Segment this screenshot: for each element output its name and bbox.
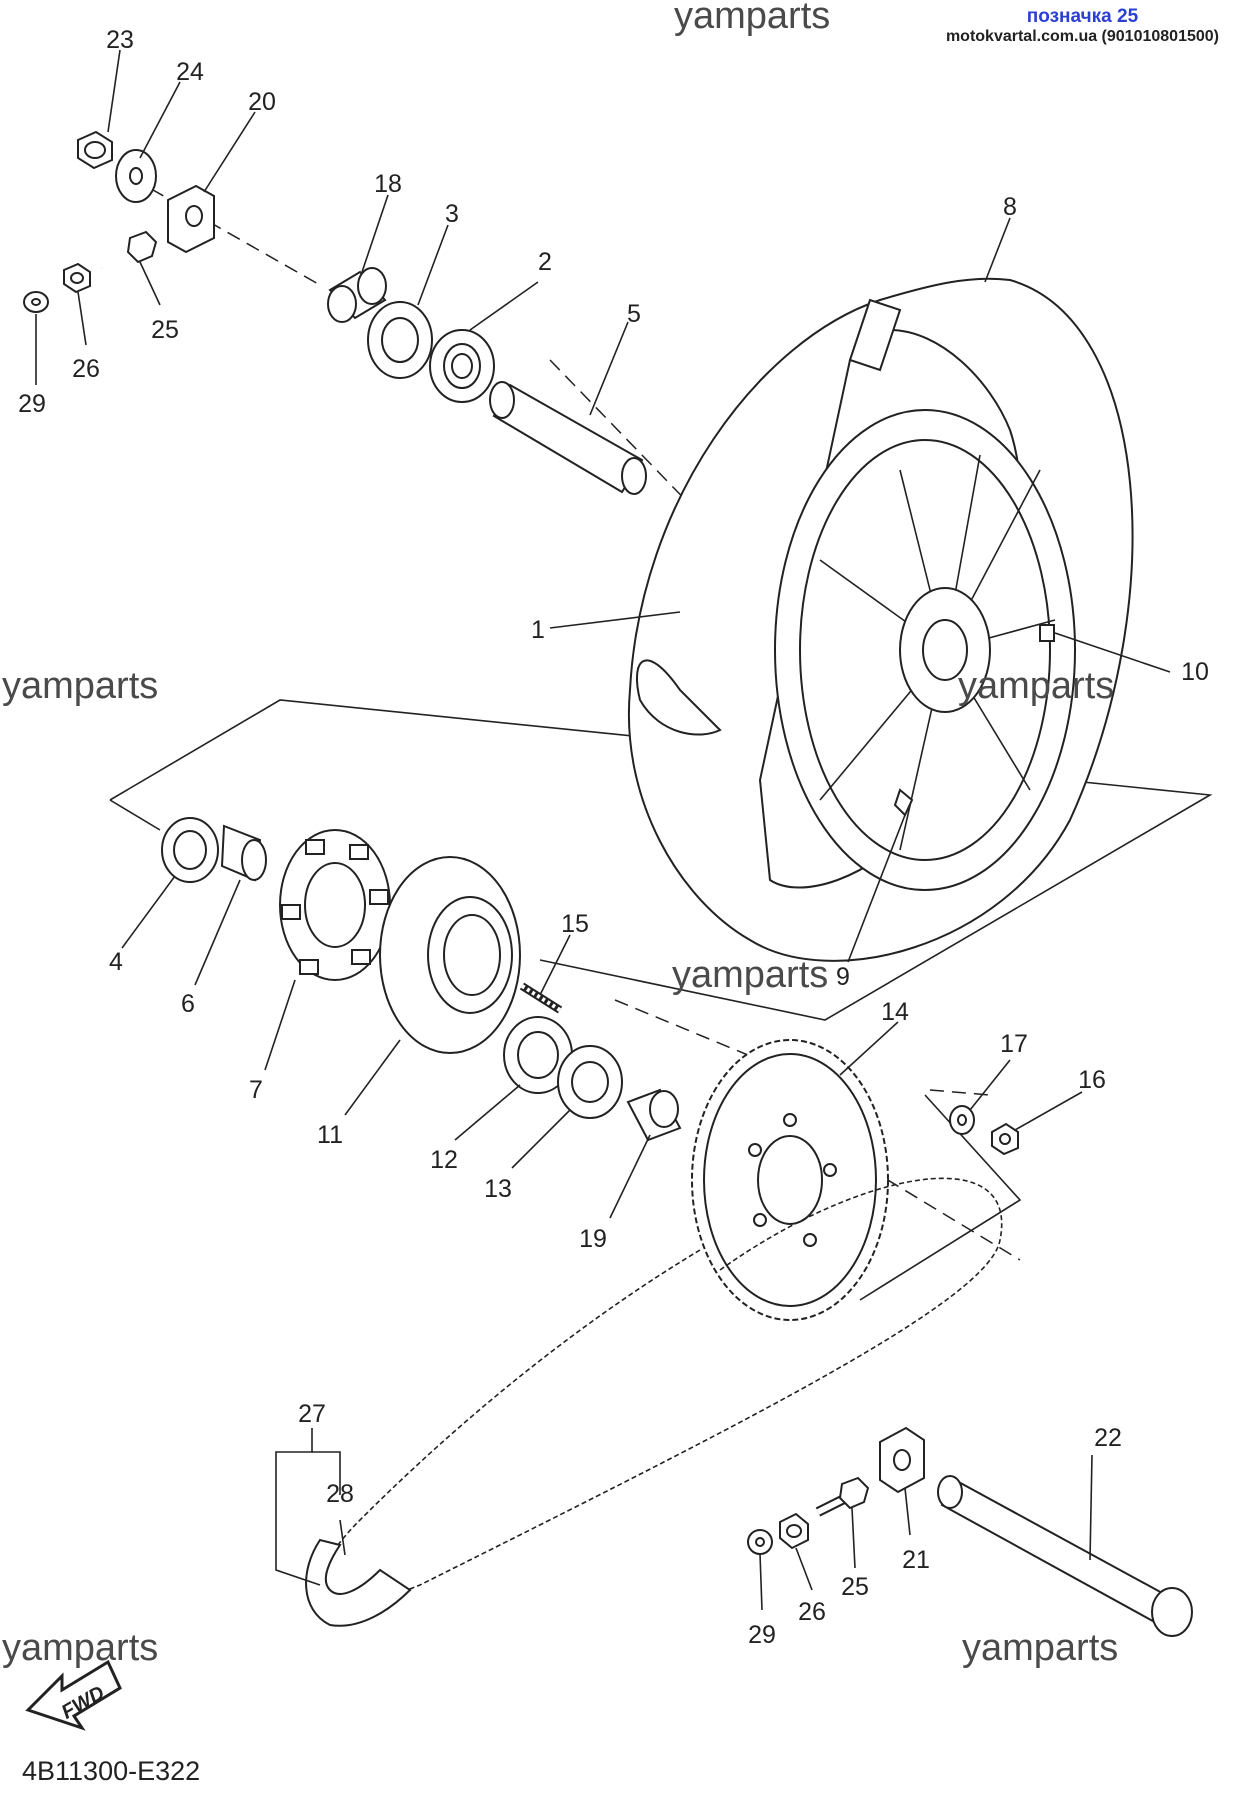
collar-18 xyxy=(327,267,387,323)
callout-29-top: 29 xyxy=(18,390,46,418)
header-label: позначка 25 xyxy=(1026,6,1139,27)
callout-17: 17 xyxy=(1000,1030,1028,1058)
nut-26-bottom xyxy=(779,1512,809,1550)
callout-21: 21 xyxy=(902,1546,930,1574)
callout-25-bottom: 25 xyxy=(841,1573,869,1601)
nut-26-top xyxy=(63,262,91,294)
wheel-axle-22 xyxy=(937,1475,1193,1637)
callout-26-top: 26 xyxy=(72,355,100,383)
callout-6: 6 xyxy=(181,990,195,1018)
callout-8: 8 xyxy=(1003,193,1017,221)
adjuster-plate-21 xyxy=(879,1426,925,1494)
callout-7: 7 xyxy=(249,1076,263,1104)
watermark-center: yamparts xyxy=(672,954,828,996)
callout-18: 18 xyxy=(374,170,402,198)
callout-27: 27 xyxy=(298,1400,326,1428)
drive-chain-27 xyxy=(305,1177,1003,1627)
wheel-assembly xyxy=(627,277,1134,962)
stud-bolt-15 xyxy=(519,982,563,1014)
callout-labels: 23 24 20 18 3 2 5 8 25 26 29 1 10 15 4 6… xyxy=(18,26,1209,1649)
header-site: motokvartal.com.ua (901010801500) xyxy=(945,28,1219,45)
callout-26-bottom: 26 xyxy=(798,1598,826,1626)
oil-seal-3 xyxy=(367,301,433,379)
watermarks: yamparts yamparts yamparts yamparts yamp… xyxy=(2,0,1118,1669)
callout-1: 1 xyxy=(531,616,545,644)
collar-19 xyxy=(626,1088,682,1142)
watermark-top: yamparts xyxy=(674,0,830,37)
callout-16: 16 xyxy=(1078,1066,1106,1094)
leader-lines xyxy=(35,49,1171,1611)
watermark-bottom-right: yamparts xyxy=(962,1627,1118,1669)
callout-25-top: 25 xyxy=(151,316,179,344)
callout-12: 12 xyxy=(430,1146,458,1174)
washer-17 xyxy=(949,1105,975,1135)
damper-7 xyxy=(279,829,391,981)
callout-2: 2 xyxy=(538,248,552,276)
callout-4: 4 xyxy=(109,948,123,976)
washer-29-bottom xyxy=(747,1529,773,1555)
watermark-wheel: yamparts xyxy=(958,665,1114,707)
callout-29-bottom: 29 xyxy=(748,1621,776,1649)
bearing-12 xyxy=(503,1016,573,1094)
callout-10: 10 xyxy=(1181,658,1209,686)
adjuster-plate-20 xyxy=(167,184,215,254)
callout-28: 28 xyxy=(326,1480,354,1508)
callout-14: 14 xyxy=(881,998,909,1026)
spacer-5 xyxy=(489,381,647,495)
watermark-bottom-left: yamparts xyxy=(2,1627,158,1669)
washer-24 xyxy=(115,149,157,203)
callout-19: 19 xyxy=(579,1225,607,1253)
nut-16 xyxy=(991,1122,1019,1156)
callout-13: 13 xyxy=(484,1175,512,1203)
oil-seal-13 xyxy=(557,1045,623,1119)
callout-9: 9 xyxy=(836,963,850,991)
callout-5: 5 xyxy=(627,300,641,328)
callout-22: 22 xyxy=(1094,1424,1122,1452)
header-stamp: позначка 25 motokvartal.com.ua (90101080… xyxy=(946,6,1219,46)
callout-11: 11 xyxy=(317,1121,343,1149)
callout-23: 23 xyxy=(106,26,134,54)
fwd-arrow: FWD xyxy=(25,1659,122,1731)
washer-29-top xyxy=(23,291,49,313)
callout-3: 3 xyxy=(445,200,459,228)
callout-15: 15 xyxy=(561,910,589,938)
watermark-left-mid: yamparts xyxy=(2,665,158,707)
bearing-4 xyxy=(161,817,219,883)
clutch-hub-11 xyxy=(379,856,521,1054)
bolt-25-top xyxy=(100,230,158,271)
collar-6 xyxy=(220,824,267,882)
callout-24: 24 xyxy=(176,58,204,86)
nut-23 xyxy=(77,130,113,170)
sprocket-14 xyxy=(691,1039,889,1321)
bearing-2 xyxy=(429,329,495,403)
callout-20: 20 xyxy=(248,88,276,116)
diagram-code: 4B11300-E322 xyxy=(22,1756,200,1786)
bolt-25-bottom xyxy=(815,1476,870,1517)
